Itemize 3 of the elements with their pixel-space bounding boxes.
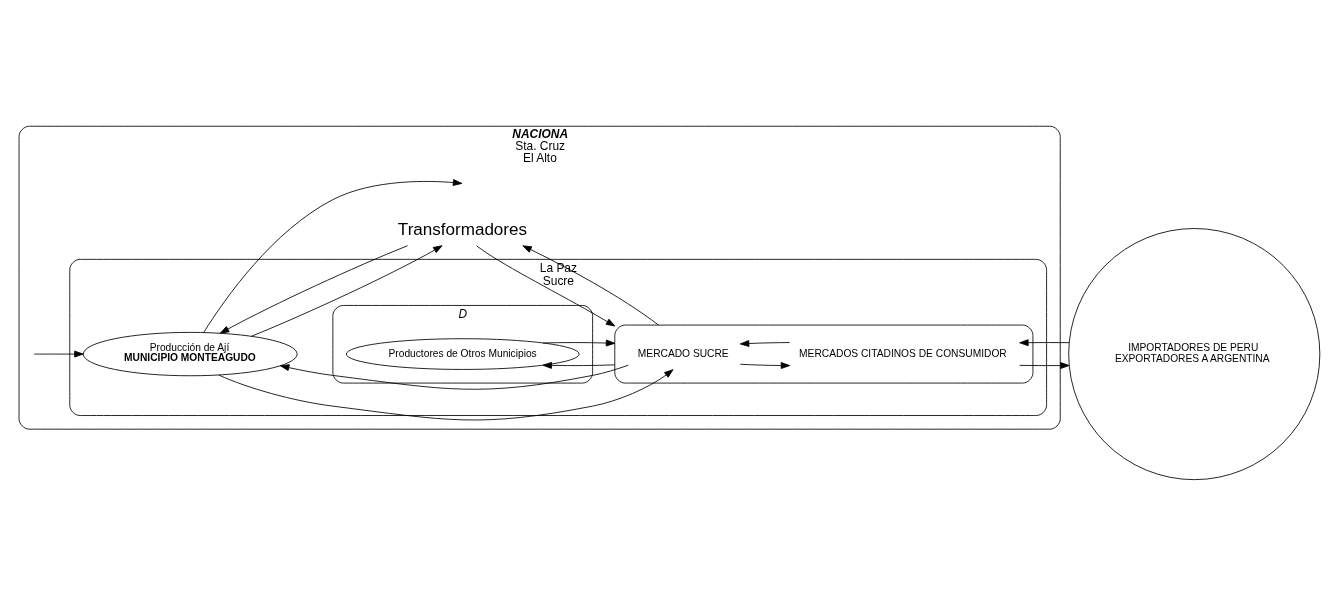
node-text: MERCADOS CITADINOS DE CONSUMIDOR	[799, 347, 1007, 359]
node-text: Transformadores	[397, 219, 528, 239]
node-text: MERCADO SUCRE	[637, 347, 729, 359]
